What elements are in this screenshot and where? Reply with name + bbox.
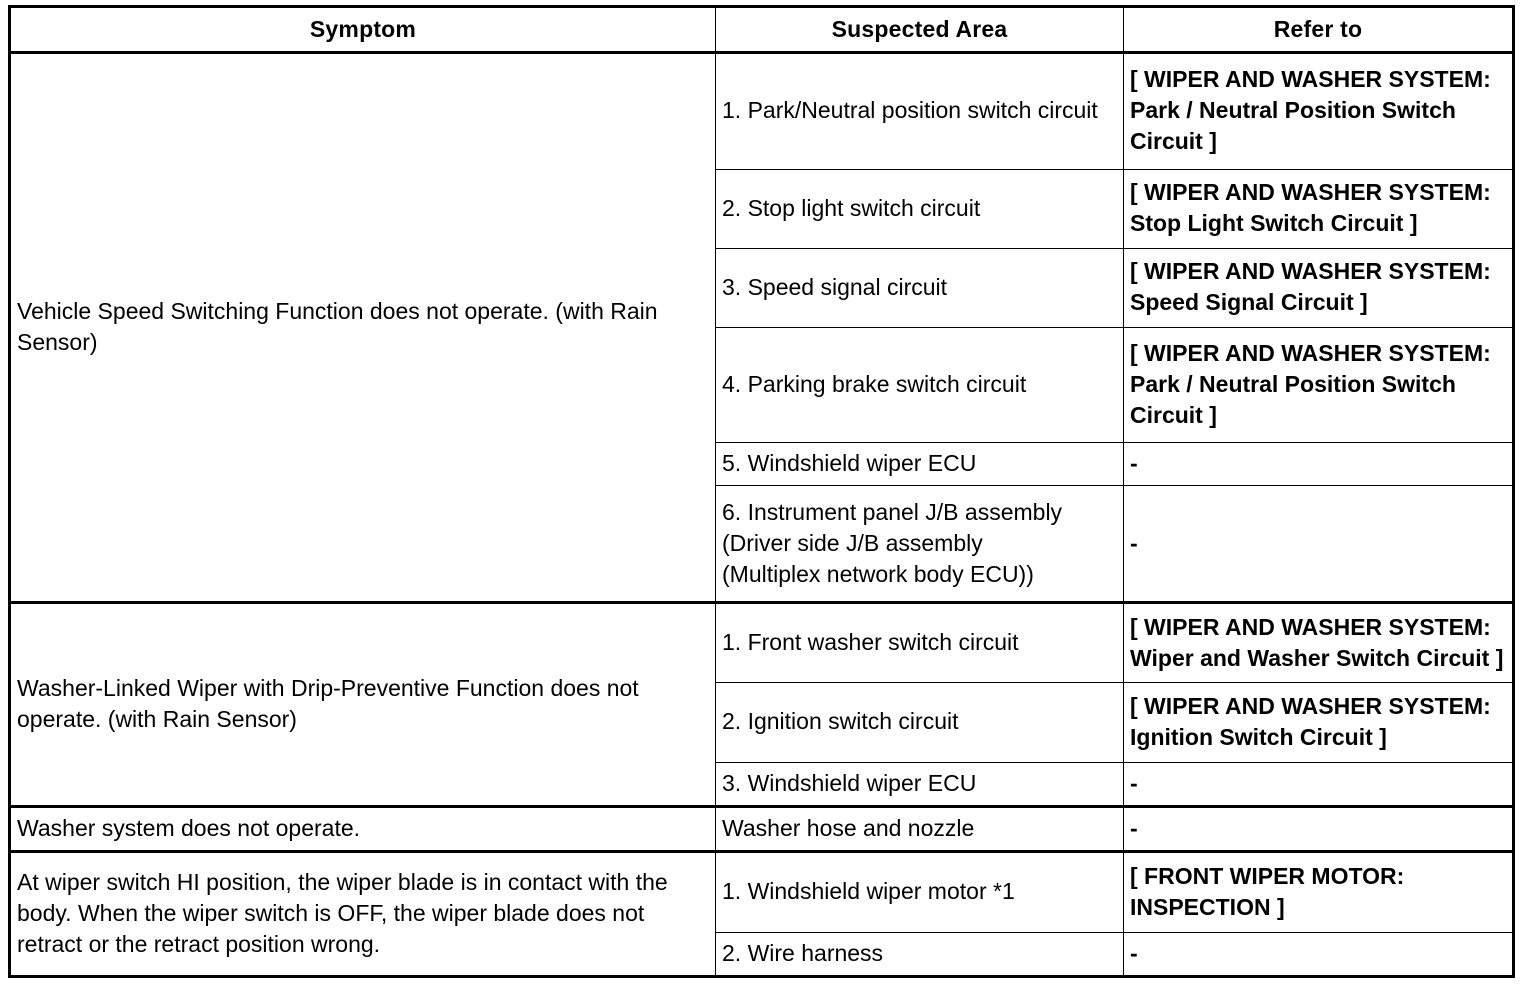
symptom-cell: At wiper switch HI position, the wiper b… <box>9 850 716 977</box>
suspected-area-cell: Washer hose and nozzle <box>715 804 1124 853</box>
refer-to-cell: - <box>1123 931 1514 978</box>
refer-to-cell: [ WIPER AND WASHER SYSTEM: Wiper and Was… <box>1123 600 1514 684</box>
suspected-area-cell: 4. Parking brake switch circuit <box>715 326 1124 444</box>
suspected-area-cell: 1. Park/Neutral position switch circuit <box>715 51 1124 170</box>
symptom-cell: Washer system does not operate. <box>9 804 716 853</box>
refer-to-cell: [ WIPER AND WASHER SYSTEM: Speed Signal … <box>1123 247 1514 328</box>
table-row: 6. Instrument panel J/B assembly (Driver… <box>10 485 1514 603</box>
refer-to-cell: [ WIPER AND WASHER SYSTEM: Stop Light Sw… <box>1123 168 1514 249</box>
symptom-cell: Vehicle Speed Switching Function does no… <box>9 51 716 603</box>
symptom-cell: Washer-Linked Wiper with Drip-Preventive… <box>9 600 716 807</box>
suspected-area-cell: 3. Windshield wiper ECU <box>715 761 1124 807</box>
table-row: 3. Speed signal circuit[ WIPER AND WASHE… <box>10 247 1514 328</box>
table-row: 2. Wire harness- <box>10 931 1514 978</box>
suspected-area-cell: 1. Windshield wiper motor *1 <box>715 850 1124 933</box>
table-row: 3. Windshield wiper ECU- <box>10 761 1514 807</box>
suspected-area-cell: 2. Stop light switch circuit <box>715 168 1124 249</box>
refer-to-cell: - <box>1123 761 1514 807</box>
table-row: Vehicle Speed Switching Function does no… <box>9 51 1514 603</box>
suspected-area-cell: 1. Front washer switch circuit <box>715 600 1124 684</box>
refer-to-cell: - <box>1123 485 1514 603</box>
table-header-row: Symptom Suspected Area Refer to <box>9 6 1514 54</box>
suspected-area-cell: 3. Speed signal circuit <box>715 247 1124 328</box>
suspected-area-cell: 5. Windshield wiper ECU <box>715 442 1124 487</box>
table-row: 4. Parking brake switch circuit[ WIPER A… <box>10 326 1514 444</box>
table-row: 5. Windshield wiper ECU- <box>10 442 1514 487</box>
refer-to-cell: - <box>1123 804 1514 853</box>
suspected-area-cell: 6. Instrument panel J/B assembly (Driver… <box>715 485 1124 603</box>
column-header-symptom: Symptom <box>9 6 716 54</box>
table-row: Washer-Linked Wiper with Drip-Preventive… <box>9 600 1514 807</box>
column-header-suspected-area: Suspected Area <box>715 6 1124 54</box>
symptom-troubleshooting-table: Symptom Suspected Area Refer to Vehicle … <box>8 5 1515 978</box>
suspected-area-cell: 2. Ignition switch circuit <box>715 682 1124 763</box>
table-row: Washer system does not operate.Washer ho… <box>9 804 1514 853</box>
refer-to-cell: [ WIPER AND WASHER SYSTEM: Park / Neutra… <box>1123 51 1514 170</box>
suspected-area-cell: 2. Wire harness <box>715 931 1124 978</box>
refer-to-cell: - <box>1123 442 1514 487</box>
table-body: Vehicle Speed Switching Function does no… <box>9 51 1514 978</box>
table-row: At wiper switch HI position, the wiper b… <box>9 850 1514 977</box>
refer-to-cell: [ WIPER AND WASHER SYSTEM: Park / Neutra… <box>1123 326 1514 444</box>
refer-to-cell: [ WIPER AND WASHER SYSTEM: Ignition Swit… <box>1123 682 1514 763</box>
refer-to-cell: [ FRONT WIPER MOTOR: INSPECTION ] <box>1123 850 1514 933</box>
column-header-refer-to: Refer to <box>1123 6 1514 54</box>
table-header: Symptom Suspected Area Refer to <box>9 6 1514 54</box>
table-row: 2. Stop light switch circuit[ WIPER AND … <box>10 168 1514 249</box>
